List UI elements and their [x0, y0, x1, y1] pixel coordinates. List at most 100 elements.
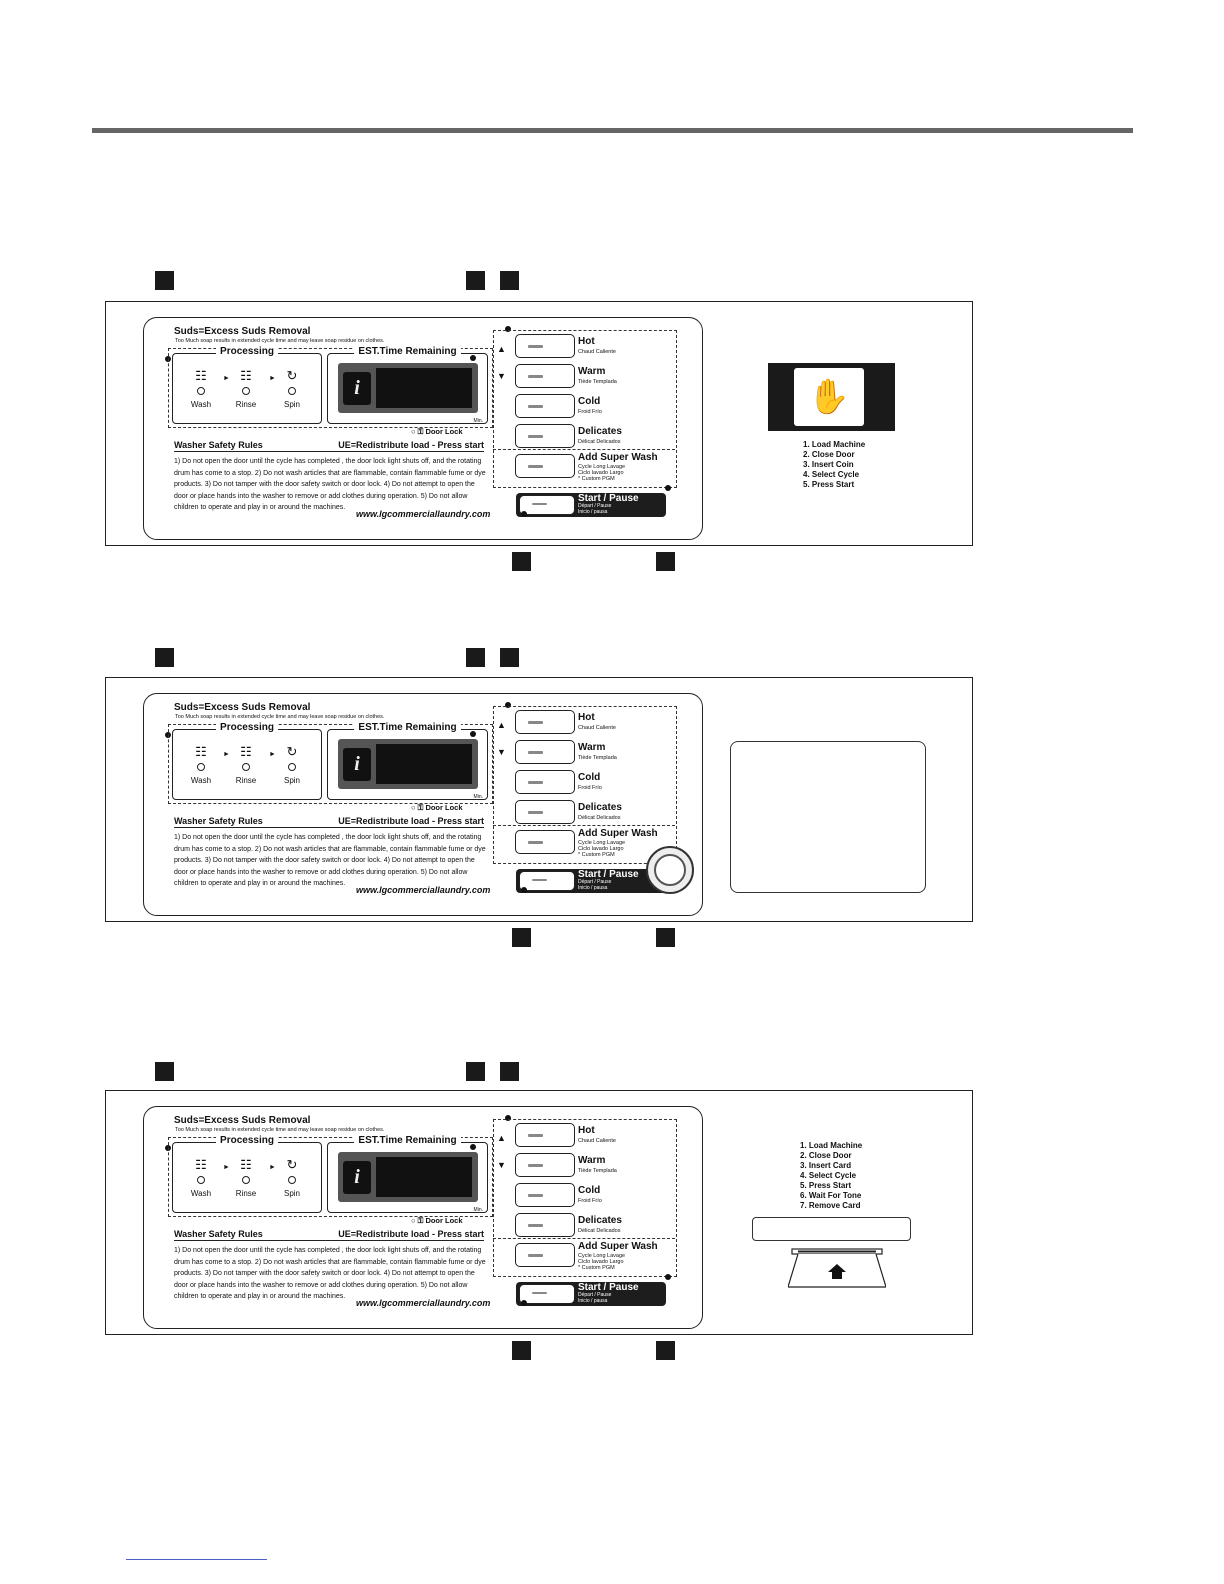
warm-button[interactable]: [515, 364, 575, 388]
suds-title: Suds=Excess Suds Removal: [174, 326, 311, 337]
delicates-label: Delicates: [578, 426, 622, 437]
start-label: Start / Pause: [578, 869, 639, 880]
callout-marker: [656, 928, 675, 947]
instruction-line: 7. Remove Card: [800, 1201, 861, 1210]
instruction-line: 4. Select Cycle: [800, 1171, 857, 1180]
button-indicator: [532, 502, 547, 505]
callout-dot: [665, 1274, 671, 1280]
callout-dot: [505, 1115, 511, 1121]
wash-led: [197, 1176, 205, 1184]
delicates-sub: Délicat Delicados: [578, 1228, 621, 1234]
start-sub: Départ / Pause Inicio / pausa: [578, 503, 612, 515]
hot-button[interactable]: [515, 710, 575, 734]
ue-text: UE=Redistribute load - Press start: [338, 1229, 484, 1239]
warm-button[interactable]: [515, 1153, 575, 1177]
processing-box: Processing ☷ Wash ► ☷ Rinse ► ↻ Spin: [172, 346, 322, 424]
warm-sub: Tiède Templada: [578, 379, 617, 385]
control-panel: Suds=Excess Suds Removal Too Much soap r…: [105, 301, 973, 546]
delicates-button[interactable]: [515, 424, 575, 448]
callout-dot: [470, 1144, 476, 1150]
callout-dot: [665, 485, 671, 491]
start-sub: Départ / Pause Inicio / pausa: [578, 1292, 612, 1304]
start-key[interactable]: [519, 870, 575, 891]
arrow-right-icon: ►: [269, 375, 276, 382]
rinse-icon: ☷: [240, 368, 252, 383]
up-arrow-icon[interactable]: ▲: [497, 1133, 506, 1143]
button-indicator: [528, 435, 543, 438]
step-wash: ☷ Wash: [181, 1157, 221, 1198]
step-wash: ☷ Wash: [181, 368, 221, 409]
start-pause-button[interactable]: Start / Pause Départ / Pause Inicio / pa…: [516, 493, 666, 517]
button-indicator: [532, 1291, 547, 1294]
down-arrow-icon[interactable]: ▼: [497, 371, 506, 381]
instruction-line: 6. Wait For Tone: [800, 1191, 862, 1200]
card-display: [752, 1217, 911, 1241]
info-button[interactable]: i: [343, 372, 371, 405]
warm-sub: Tiède Templada: [578, 755, 617, 761]
up-arrow-icon[interactable]: ▲: [497, 720, 506, 730]
instruction-line: 2. Close Door: [803, 450, 855, 459]
warm-button[interactable]: [515, 740, 575, 764]
callout-dot: [470, 731, 476, 737]
step-spin: ↻ Spin: [272, 368, 312, 409]
arrow-right-icon: ►: [223, 751, 230, 758]
door-lock-indicator: ○ ⚿ Door Lock: [411, 803, 463, 812]
cold-sub: Froid Frío: [578, 785, 602, 791]
callout-marker: [500, 1062, 519, 1081]
info-button[interactable]: i: [343, 1161, 371, 1194]
start-pause-button[interactable]: Start / Pause Départ / Pause Inicio / pa…: [516, 1282, 666, 1306]
arrow-right-icon: ►: [269, 1164, 276, 1171]
callout-dot: [521, 887, 527, 893]
cold-button[interactable]: [515, 1183, 575, 1207]
processing-title: Processing: [173, 722, 321, 733]
step-label: Wash: [190, 776, 212, 785]
cold-label: Cold: [578, 1185, 601, 1196]
min-label: Min.: [473, 418, 483, 424]
wash-led: [197, 763, 205, 771]
wash-icon: ☷: [195, 1157, 207, 1172]
start-pause-button[interactable]: Start / Pause Départ / Pause Inicio / pa…: [516, 869, 666, 893]
hot-button[interactable]: [515, 334, 575, 358]
super-wash-button[interactable]: [515, 454, 575, 478]
arrow-right-icon: ►: [269, 751, 276, 758]
processing-title: Processing: [173, 346, 321, 357]
delicates-button[interactable]: [515, 800, 575, 824]
card-slot-icon[interactable]: [788, 1248, 886, 1288]
safety-title-bar: Washer Safety Rules UE=Redistribute load…: [174, 816, 484, 828]
super-wash-button[interactable]: [515, 830, 575, 854]
step-rinse: ☷ Rinse: [226, 368, 266, 409]
callout-dot: [521, 511, 527, 517]
display-region: [168, 1137, 493, 1217]
instruction-line: 1. Load Machine: [800, 1141, 863, 1150]
up-arrow-icon[interactable]: ▲: [497, 344, 506, 354]
control-panel: Suds=Excess Suds Removal Too Much soap r…: [105, 1090, 973, 1335]
instruction-line: 2. Close Door: [800, 1151, 852, 1160]
safety-title-bar: Washer Safety Rules UE=Redistribute load…: [174, 1229, 484, 1241]
spin-icon: ↻: [286, 744, 298, 759]
hot-button[interactable]: [515, 1123, 575, 1147]
start-key[interactable]: [519, 494, 575, 515]
wash-icon: ☷: [195, 368, 207, 383]
est-title: EST.Time Remaining: [328, 722, 487, 733]
lcd-display: [376, 744, 472, 784]
suds-note: Too Much soap results in extended cycle …: [175, 1127, 385, 1133]
callout-marker: [656, 1341, 675, 1360]
spin-led: [288, 387, 296, 395]
cold-sub: Froid Frío: [578, 1198, 602, 1204]
super-wash-button[interactable]: [515, 1243, 575, 1267]
callout-dot: [521, 1300, 527, 1306]
start-label: Start / Pause: [578, 1282, 639, 1293]
info-button[interactable]: i: [343, 748, 371, 781]
delicates-button[interactable]: [515, 1213, 575, 1237]
cold-button[interactable]: [515, 770, 575, 794]
start-key[interactable]: [519, 1283, 575, 1304]
down-arrow-icon[interactable]: ▼: [497, 1160, 506, 1170]
super-wash-label: Add Super Wash: [578, 452, 658, 463]
down-arrow-icon[interactable]: ▼: [497, 747, 506, 757]
cold-button[interactable]: [515, 394, 575, 418]
coin-dial-icon[interactable]: [646, 846, 694, 894]
button-indicator: [528, 345, 543, 348]
delicates-sub: Délicat Delicados: [578, 439, 621, 445]
step-label: Rinse: [235, 1189, 257, 1198]
door-lock-indicator: ○ ⚿ Door Lock: [411, 1216, 463, 1225]
